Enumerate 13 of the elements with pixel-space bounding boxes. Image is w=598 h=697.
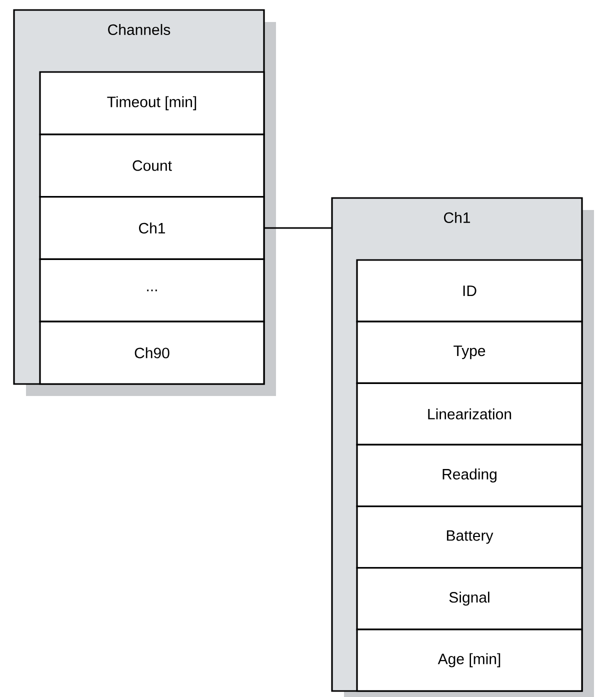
field-row: Reading bbox=[356, 444, 583, 508]
field-row: Type bbox=[356, 320, 583, 384]
field-row: Ch1 bbox=[39, 196, 265, 260]
field-row: ... bbox=[39, 258, 265, 322]
field-row: Timeout [min] bbox=[39, 71, 265, 136]
connector-line bbox=[264, 227, 332, 229]
field-row: Count bbox=[39, 134, 265, 198]
field-row: Signal bbox=[356, 567, 583, 630]
field-row: Linearization bbox=[356, 382, 583, 446]
field-row: Age [min] bbox=[356, 628, 583, 692]
field-row: Battery bbox=[356, 506, 583, 569]
field-row: Ch90 bbox=[39, 320, 265, 385]
field-row: ID bbox=[356, 259, 583, 322]
